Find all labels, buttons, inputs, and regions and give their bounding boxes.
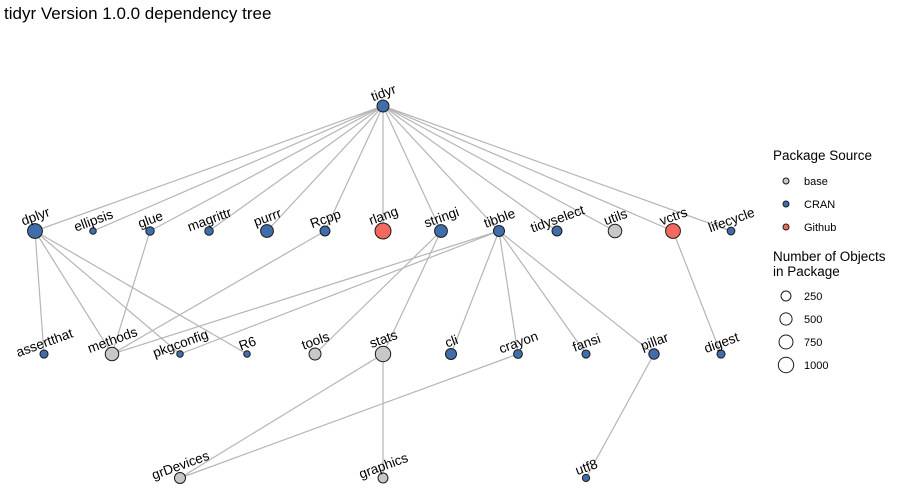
node-pillar xyxy=(648,348,660,360)
edge-tidyr-vctrs xyxy=(382,105,674,232)
node-rlang xyxy=(374,222,392,240)
edge-crayon-grDevices xyxy=(179,353,519,479)
edge-tibble-crayon xyxy=(498,230,519,355)
edge-tidyr-magrittr xyxy=(208,105,384,232)
node-label-cli: cli xyxy=(443,332,460,350)
edge-tibble-pillar xyxy=(498,230,655,355)
legend-size-key-500 xyxy=(779,312,793,326)
edges-layer xyxy=(34,105,732,479)
edge-tidyr-tibble xyxy=(382,105,500,232)
edge-pillar-utf8 xyxy=(585,353,655,479)
node-tidyselect xyxy=(551,225,563,237)
legend-size-title-line-1: Number of Objects xyxy=(773,249,886,264)
edge-tidyr-ellipsis xyxy=(92,105,384,232)
node-ellipsis xyxy=(89,227,97,235)
node-utils xyxy=(607,223,623,239)
edge-dplyr-methods xyxy=(34,230,113,355)
node-R6 xyxy=(243,350,251,358)
node-Rcpp xyxy=(319,225,331,237)
node-magrittr xyxy=(204,226,214,236)
edge-dplyr-pkgconfig xyxy=(34,230,181,355)
edge-tidyr-glue xyxy=(149,105,384,232)
node-tibble xyxy=(492,224,506,238)
edge-tibble-methods xyxy=(111,230,500,355)
node-digest xyxy=(716,349,726,359)
edge-tidyr-lifecycle xyxy=(382,105,732,232)
edge-tidyr-tidyselect xyxy=(382,105,558,232)
legend-size-label-1000: 1000 xyxy=(804,360,828,372)
node-label-R6: R6 xyxy=(237,333,258,353)
legend-size-key-1000 xyxy=(777,356,795,374)
legend-size-label-750: 750 xyxy=(804,337,822,349)
node-cli xyxy=(444,347,458,361)
legend-key-base xyxy=(782,177,790,185)
node-utf8 xyxy=(581,473,591,483)
legend-source-title: Package Source xyxy=(773,148,872,163)
edge-vctrs-digest xyxy=(672,230,722,355)
edge-tidyr-utils xyxy=(382,105,616,232)
node-dplyr xyxy=(27,223,43,239)
legend-label-github: Github xyxy=(804,222,836,234)
legend-size-label-500: 500 xyxy=(804,314,822,326)
edge-tibble-fansi xyxy=(498,230,587,355)
node-tools xyxy=(308,347,322,361)
legend-size-key-250 xyxy=(780,290,792,302)
edge-tibble-cli xyxy=(450,230,500,355)
legend-size-title-line-2: in Package xyxy=(773,264,840,279)
edge-tidyr-dplyr xyxy=(34,105,384,232)
node-graphics xyxy=(377,472,389,484)
edge-Rcpp-methods xyxy=(111,230,326,355)
node-stats xyxy=(374,345,392,363)
edge-dplyr-assertthat xyxy=(34,230,45,355)
node-stringi xyxy=(434,224,448,238)
node-methods xyxy=(104,346,120,362)
edge-tibble-pkgconfig xyxy=(179,230,500,355)
node-assertthat xyxy=(39,349,49,359)
legend-label-base: base xyxy=(804,176,828,188)
node-crayon xyxy=(513,349,523,359)
edge-tidyr-stringi xyxy=(382,105,442,232)
edge-glue-methods xyxy=(111,230,151,355)
node-label-utils: utils xyxy=(602,206,630,228)
edge-stringi-stats xyxy=(382,230,442,355)
legend-label-cran: CRAN xyxy=(804,199,835,211)
chart-title: tidyr Version 1.0.0 dependency tree xyxy=(4,4,272,23)
node-fansi xyxy=(581,349,591,359)
node-pkgconfig xyxy=(176,350,184,358)
edge-tidyr-purrr xyxy=(266,105,384,232)
legend-key-github xyxy=(782,223,790,231)
nodes-layer xyxy=(27,99,736,485)
node-tidyr xyxy=(376,99,390,113)
edge-stringi-tools xyxy=(314,230,442,355)
node-lifecycle xyxy=(726,226,736,236)
edge-dplyr-R6 xyxy=(34,230,248,355)
node-glue xyxy=(145,226,155,236)
node-vctrs xyxy=(665,223,681,239)
legend-size-key-750 xyxy=(778,334,794,350)
edge-tidyr-Rcpp xyxy=(324,105,384,232)
node-label-utf8: utf8 xyxy=(573,456,599,478)
node-purrr xyxy=(260,224,274,238)
edge-stats-grDevices xyxy=(179,353,384,479)
node-grDevices xyxy=(173,471,187,485)
legend-key-cran xyxy=(782,200,790,208)
legend-size-label-250: 250 xyxy=(804,291,822,303)
